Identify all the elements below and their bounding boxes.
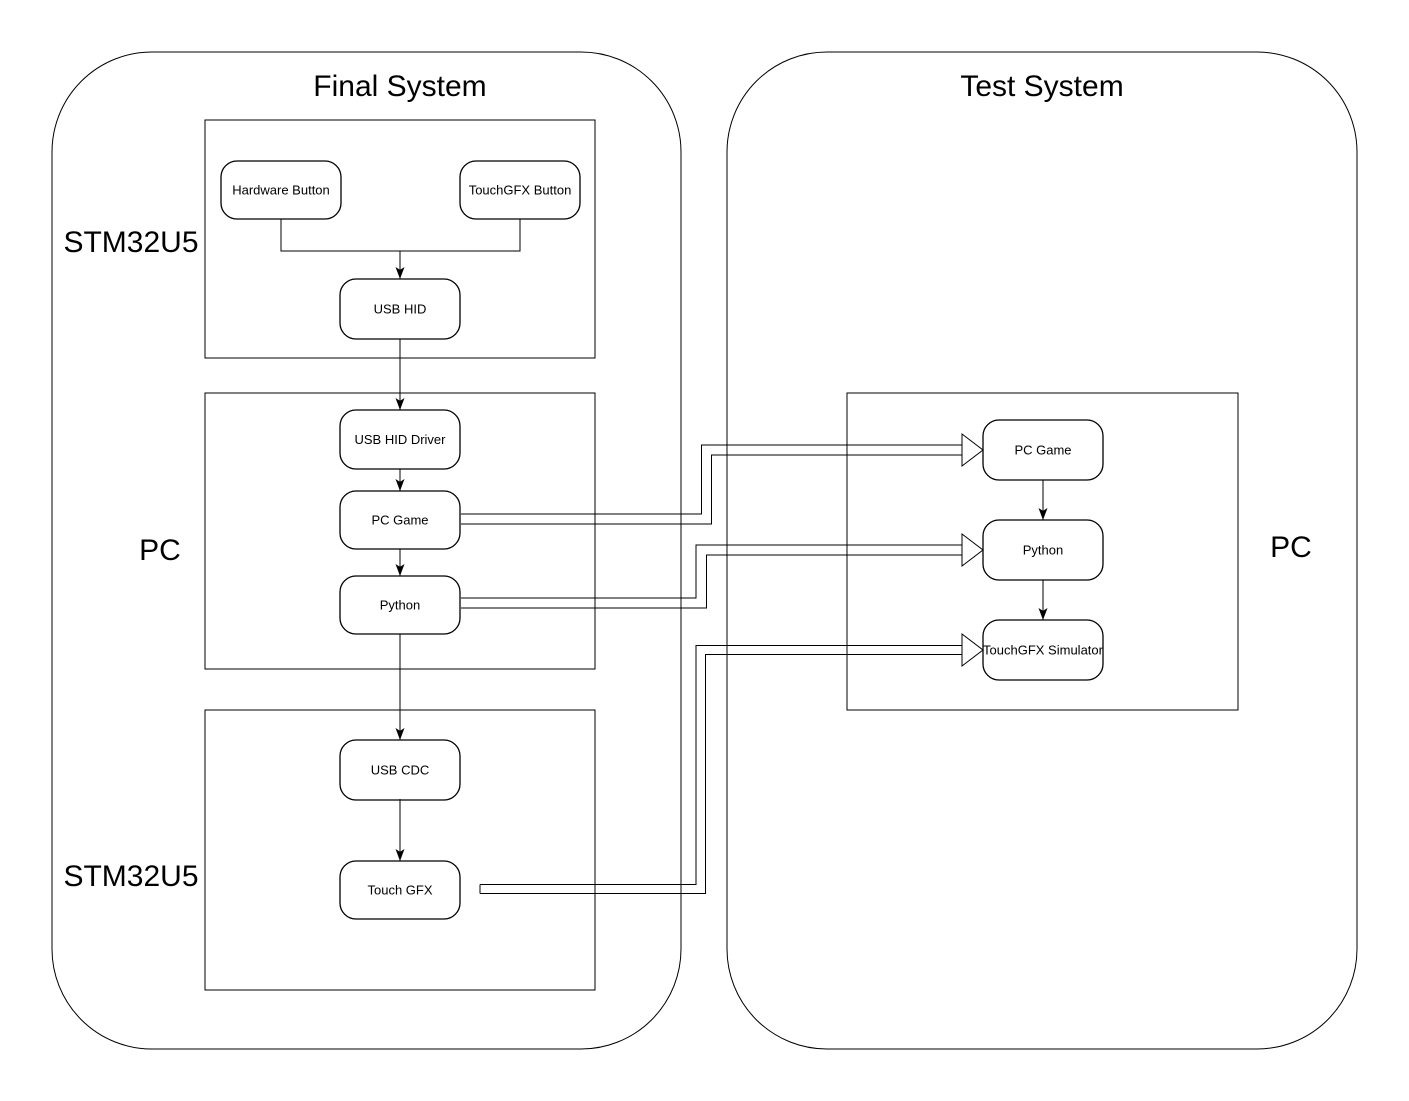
label-pc-left: PC	[139, 534, 181, 567]
usb-cdc-label: USB CDC	[371, 763, 430, 778]
label-stm32u5-bottom: STM32U5	[63, 860, 198, 893]
pipe-touch-gfx-bottom-line	[480, 654, 962, 894]
label-stm32u5-top: STM32U5	[63, 226, 198, 259]
test-system-container	[726, 51, 1358, 1050]
node-touchgfx-simulator: TouchGFX Simulator	[982, 619, 1104, 681]
label-pc-right: PC	[1270, 531, 1312, 564]
pipe-python-top-line	[461, 544, 962, 599]
node-hardware-button: Hardware Button	[220, 160, 342, 220]
pipe-touch-gfx-to-simulator	[479, 632, 984, 894]
pipe-touch-gfx-top-line	[480, 645, 962, 885]
python-final-label: Python	[380, 598, 420, 613]
test-system: Test System PC PC Game Python TouchGFX S…	[726, 51, 1358, 1050]
pipe-pc-game-to-pc-game	[461, 432, 984, 525]
touch-gfx-label: Touch GFX	[367, 883, 432, 898]
node-usb-hid: USB HID	[339, 278, 461, 340]
test-pc-group	[846, 392, 1239, 711]
pipe-pc-game-bottom-line	[461, 454, 962, 525]
node-touch-gfx: Touch GFX	[339, 860, 461, 920]
usb-hid-driver-label: USB HID Driver	[354, 432, 446, 447]
pipe-pc-game-top-line	[461, 444, 962, 515]
node-touchgfx-button: TouchGFX Button	[459, 160, 581, 220]
hardware-button-label: Hardware Button	[232, 183, 330, 198]
internal-edges	[280, 219, 1048, 861]
final-system-container	[51, 51, 682, 1050]
pipe-pc-game-arrowhead	[961, 432, 984, 468]
node-usb-hid-driver: USB HID Driver	[339, 409, 461, 470]
touchgfx-simulator-label: TouchGFX Simulator	[983, 643, 1104, 658]
node-python-test: Python	[982, 519, 1104, 581]
pc-game-final-label: PC Game	[371, 513, 428, 528]
pc-game-test-label: PC Game	[1014, 443, 1071, 458]
node-usb-cdc: USB CDC	[339, 739, 461, 801]
final-system-title: Final System	[313, 70, 486, 103]
python-test-label: Python	[1023, 543, 1063, 558]
test-system-title: Test System	[960, 70, 1123, 103]
touchgfx-button-label: TouchGFX Button	[469, 183, 572, 198]
node-python-final: Python	[339, 575, 461, 635]
final-system: Final System STM32U5 PC STM32U5 Hardware…	[51, 51, 682, 1050]
pipe-python-arrowhead	[961, 532, 984, 568]
pipe-touch-gfx-arrowhead	[961, 632, 984, 668]
pipe-python-bottom-line	[461, 554, 962, 609]
pipe-python-to-python	[461, 532, 984, 609]
usb-hid-label: USB HID	[374, 302, 427, 317]
node-pc-game-test: PC Game	[982, 419, 1104, 481]
edge-buttons-merge	[280, 219, 521, 252]
node-pc-game-final: PC Game	[339, 490, 461, 550]
